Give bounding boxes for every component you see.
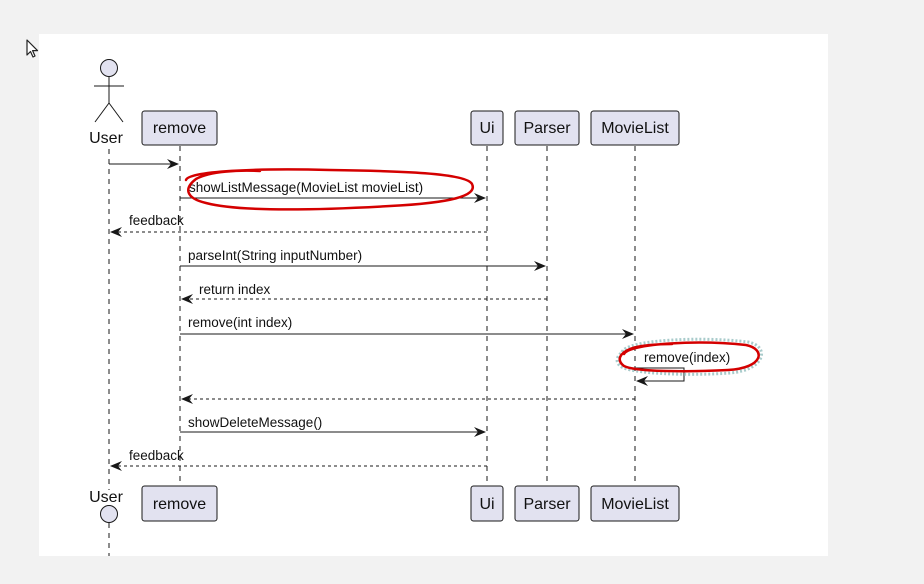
participant-ui-top bbox=[470, 110, 504, 146]
participant-ui-top-label: Ui bbox=[479, 120, 494, 137]
message-label-feedback-1: feedback bbox=[129, 213, 184, 228]
actor-user-bottom-label: User bbox=[89, 489, 123, 506]
message-label-parseint: parseInt(String inputNumber) bbox=[188, 248, 362, 263]
participant-remove-top-label: remove bbox=[153, 120, 206, 137]
participant-movielist-top-label: MovieList bbox=[601, 120, 669, 137]
actor-user-top bbox=[94, 59, 124, 123]
mouse-cursor-icon bbox=[26, 39, 40, 64]
participant-remove-bottom-label: remove bbox=[153, 496, 206, 513]
message-label-feedback-2: feedback bbox=[129, 448, 184, 463]
participant-ui-bottom bbox=[470, 485, 504, 522]
participant-remove-top bbox=[141, 110, 218, 146]
participant-parser-top bbox=[514, 110, 580, 146]
red-annotation-circle-remove-index bbox=[618, 341, 760, 373]
participant-parser-top-label: Parser bbox=[523, 120, 571, 137]
participant-movielist-bottom-label: MovieList bbox=[601, 496, 669, 513]
message-label-showlistmessage: showListMessage(MovieList movieList) bbox=[189, 180, 423, 195]
message-label-self-remove-index: remove(index) bbox=[644, 350, 730, 365]
actor-user-top-label: User bbox=[89, 130, 123, 147]
message-label-return-index: return index bbox=[199, 282, 271, 297]
selection-highlight-remove-index bbox=[615, 337, 764, 376]
participant-parser-bottom-label: Parser bbox=[523, 496, 571, 513]
red-annotation-circle-showlistmessage bbox=[184, 168, 475, 211]
participant-movielist-top bbox=[590, 110, 680, 146]
message-label-remove-int-index: remove(int index) bbox=[188, 315, 292, 330]
participant-ui-bottom-label: Ui bbox=[479, 496, 494, 513]
participant-remove-bottom bbox=[141, 485, 218, 522]
message-label-showdeletemessage: showDeleteMessage() bbox=[188, 415, 322, 430]
actor-user-bottom bbox=[100, 505, 118, 523]
participant-parser-bottom bbox=[514, 485, 580, 522]
participant-movielist-bottom bbox=[590, 485, 680, 522]
